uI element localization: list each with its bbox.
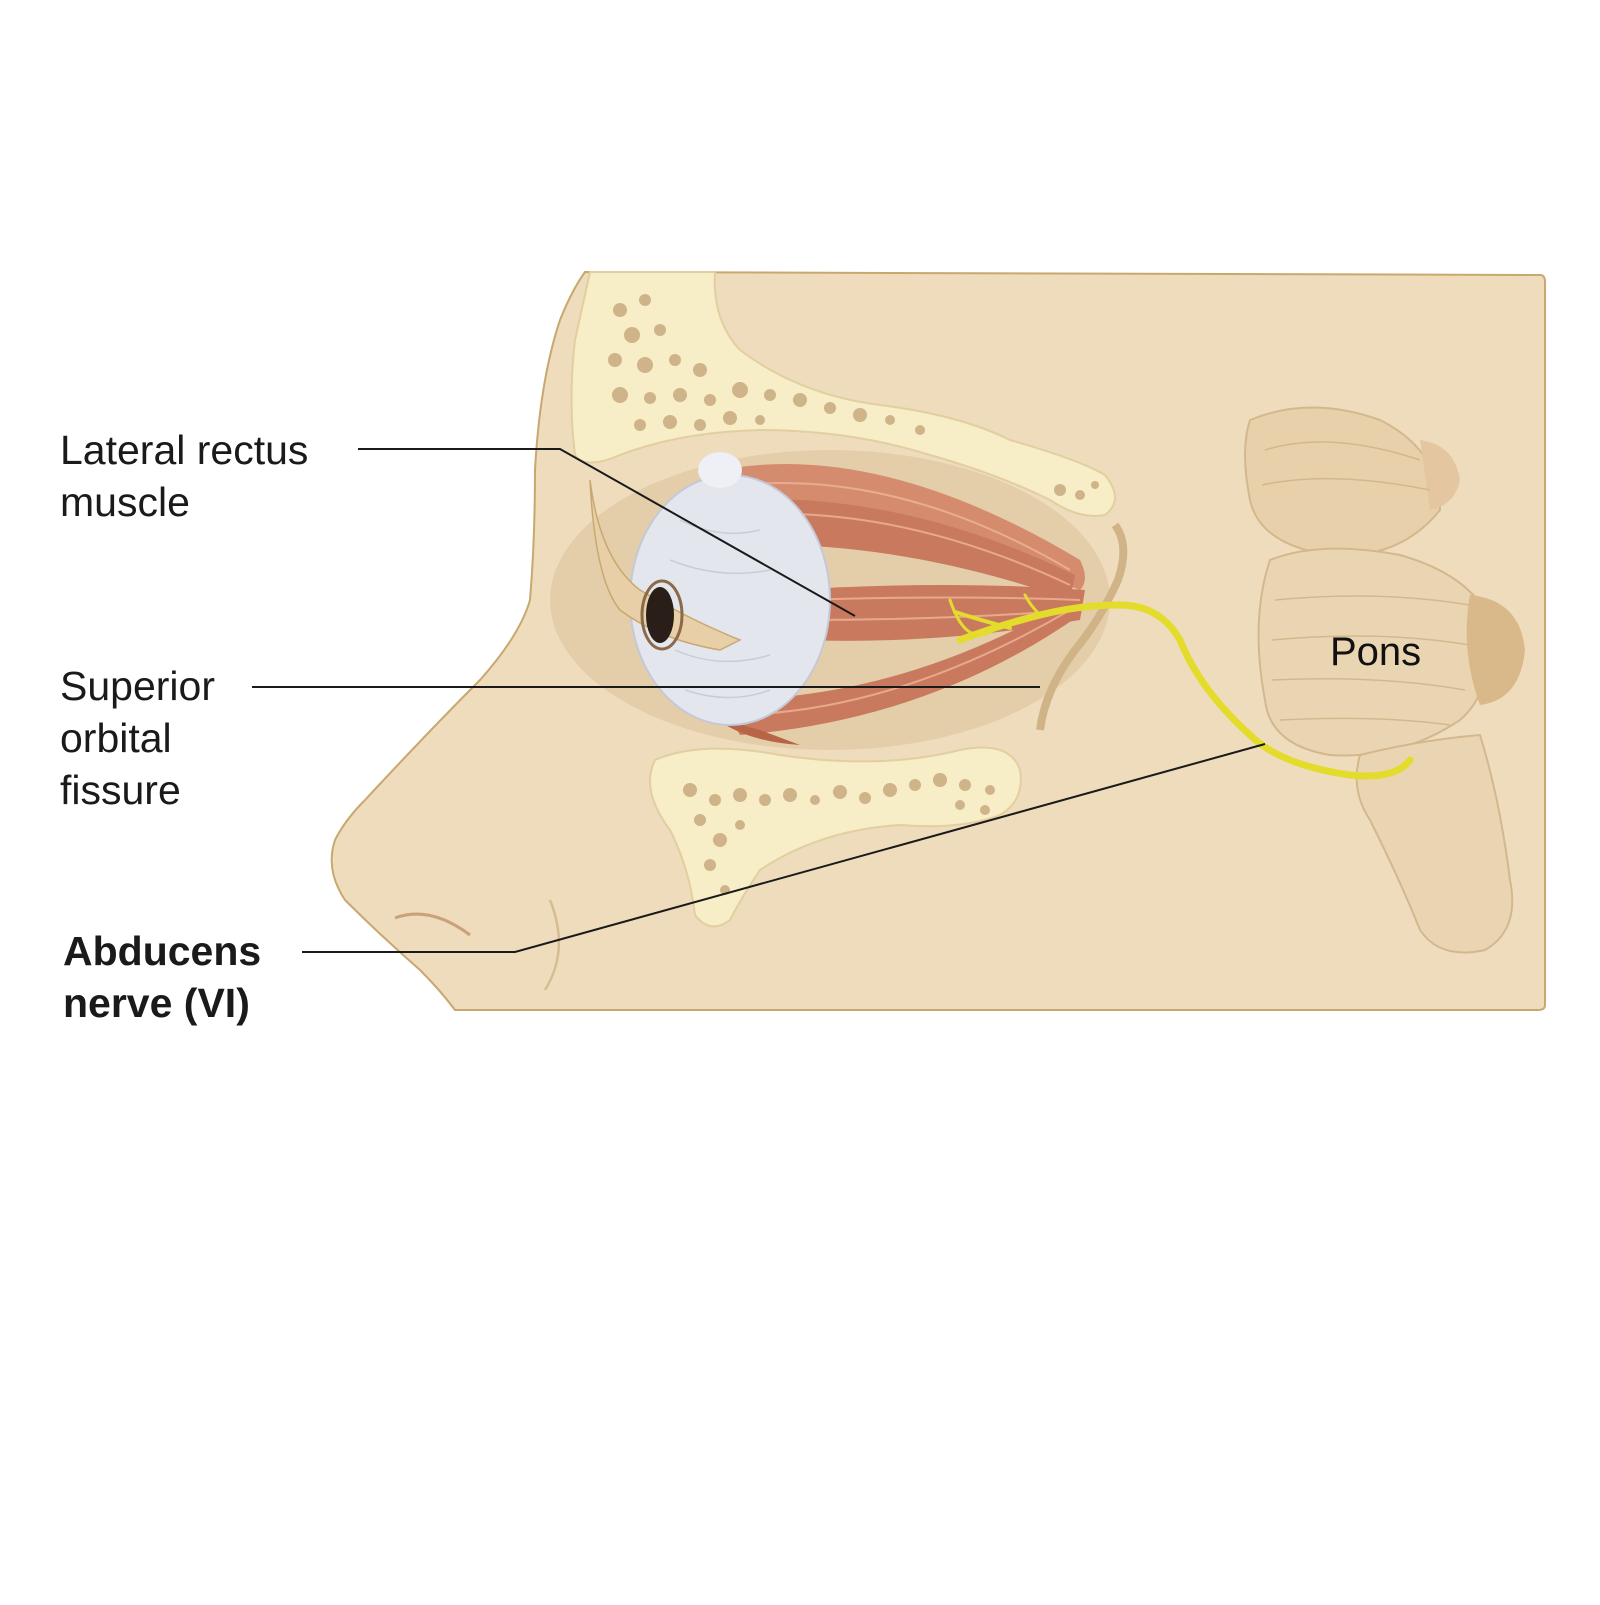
pons-striations bbox=[1261, 441, 1471, 726]
brainstem bbox=[1244, 406, 1525, 954]
abducens-nerve-path bbox=[948, 593, 1414, 780]
iris-ring bbox=[640, 579, 684, 651]
leader-abducens-nerve bbox=[302, 743, 1266, 953]
eyeball-highlight bbox=[698, 452, 742, 488]
eyeball-texture bbox=[669, 519, 771, 699]
label-superior-orbital-fissure: Superior orbital fissure bbox=[60, 663, 215, 813]
superior-orbital-fissure bbox=[1036, 522, 1128, 731]
label-pons: Pons bbox=[1330, 630, 1422, 674]
bone-pores-lower bbox=[683, 773, 995, 895]
leader-lines bbox=[252, 448, 1266, 953]
frontal-bone bbox=[570, 271, 1116, 517]
eyelid bbox=[589, 479, 742, 651]
label-abducens-nerve: Abducens nerve (VI) bbox=[63, 928, 262, 1026]
nasal-fold bbox=[543, 899, 561, 991]
iris bbox=[646, 587, 674, 643]
nostril-curve bbox=[394, 912, 471, 937]
leader-lateral-rectus bbox=[358, 448, 856, 617]
bone-pores-upper bbox=[608, 294, 1099, 500]
label-lateral-rectus-muscle: Lateral rectus muscle bbox=[60, 427, 309, 525]
